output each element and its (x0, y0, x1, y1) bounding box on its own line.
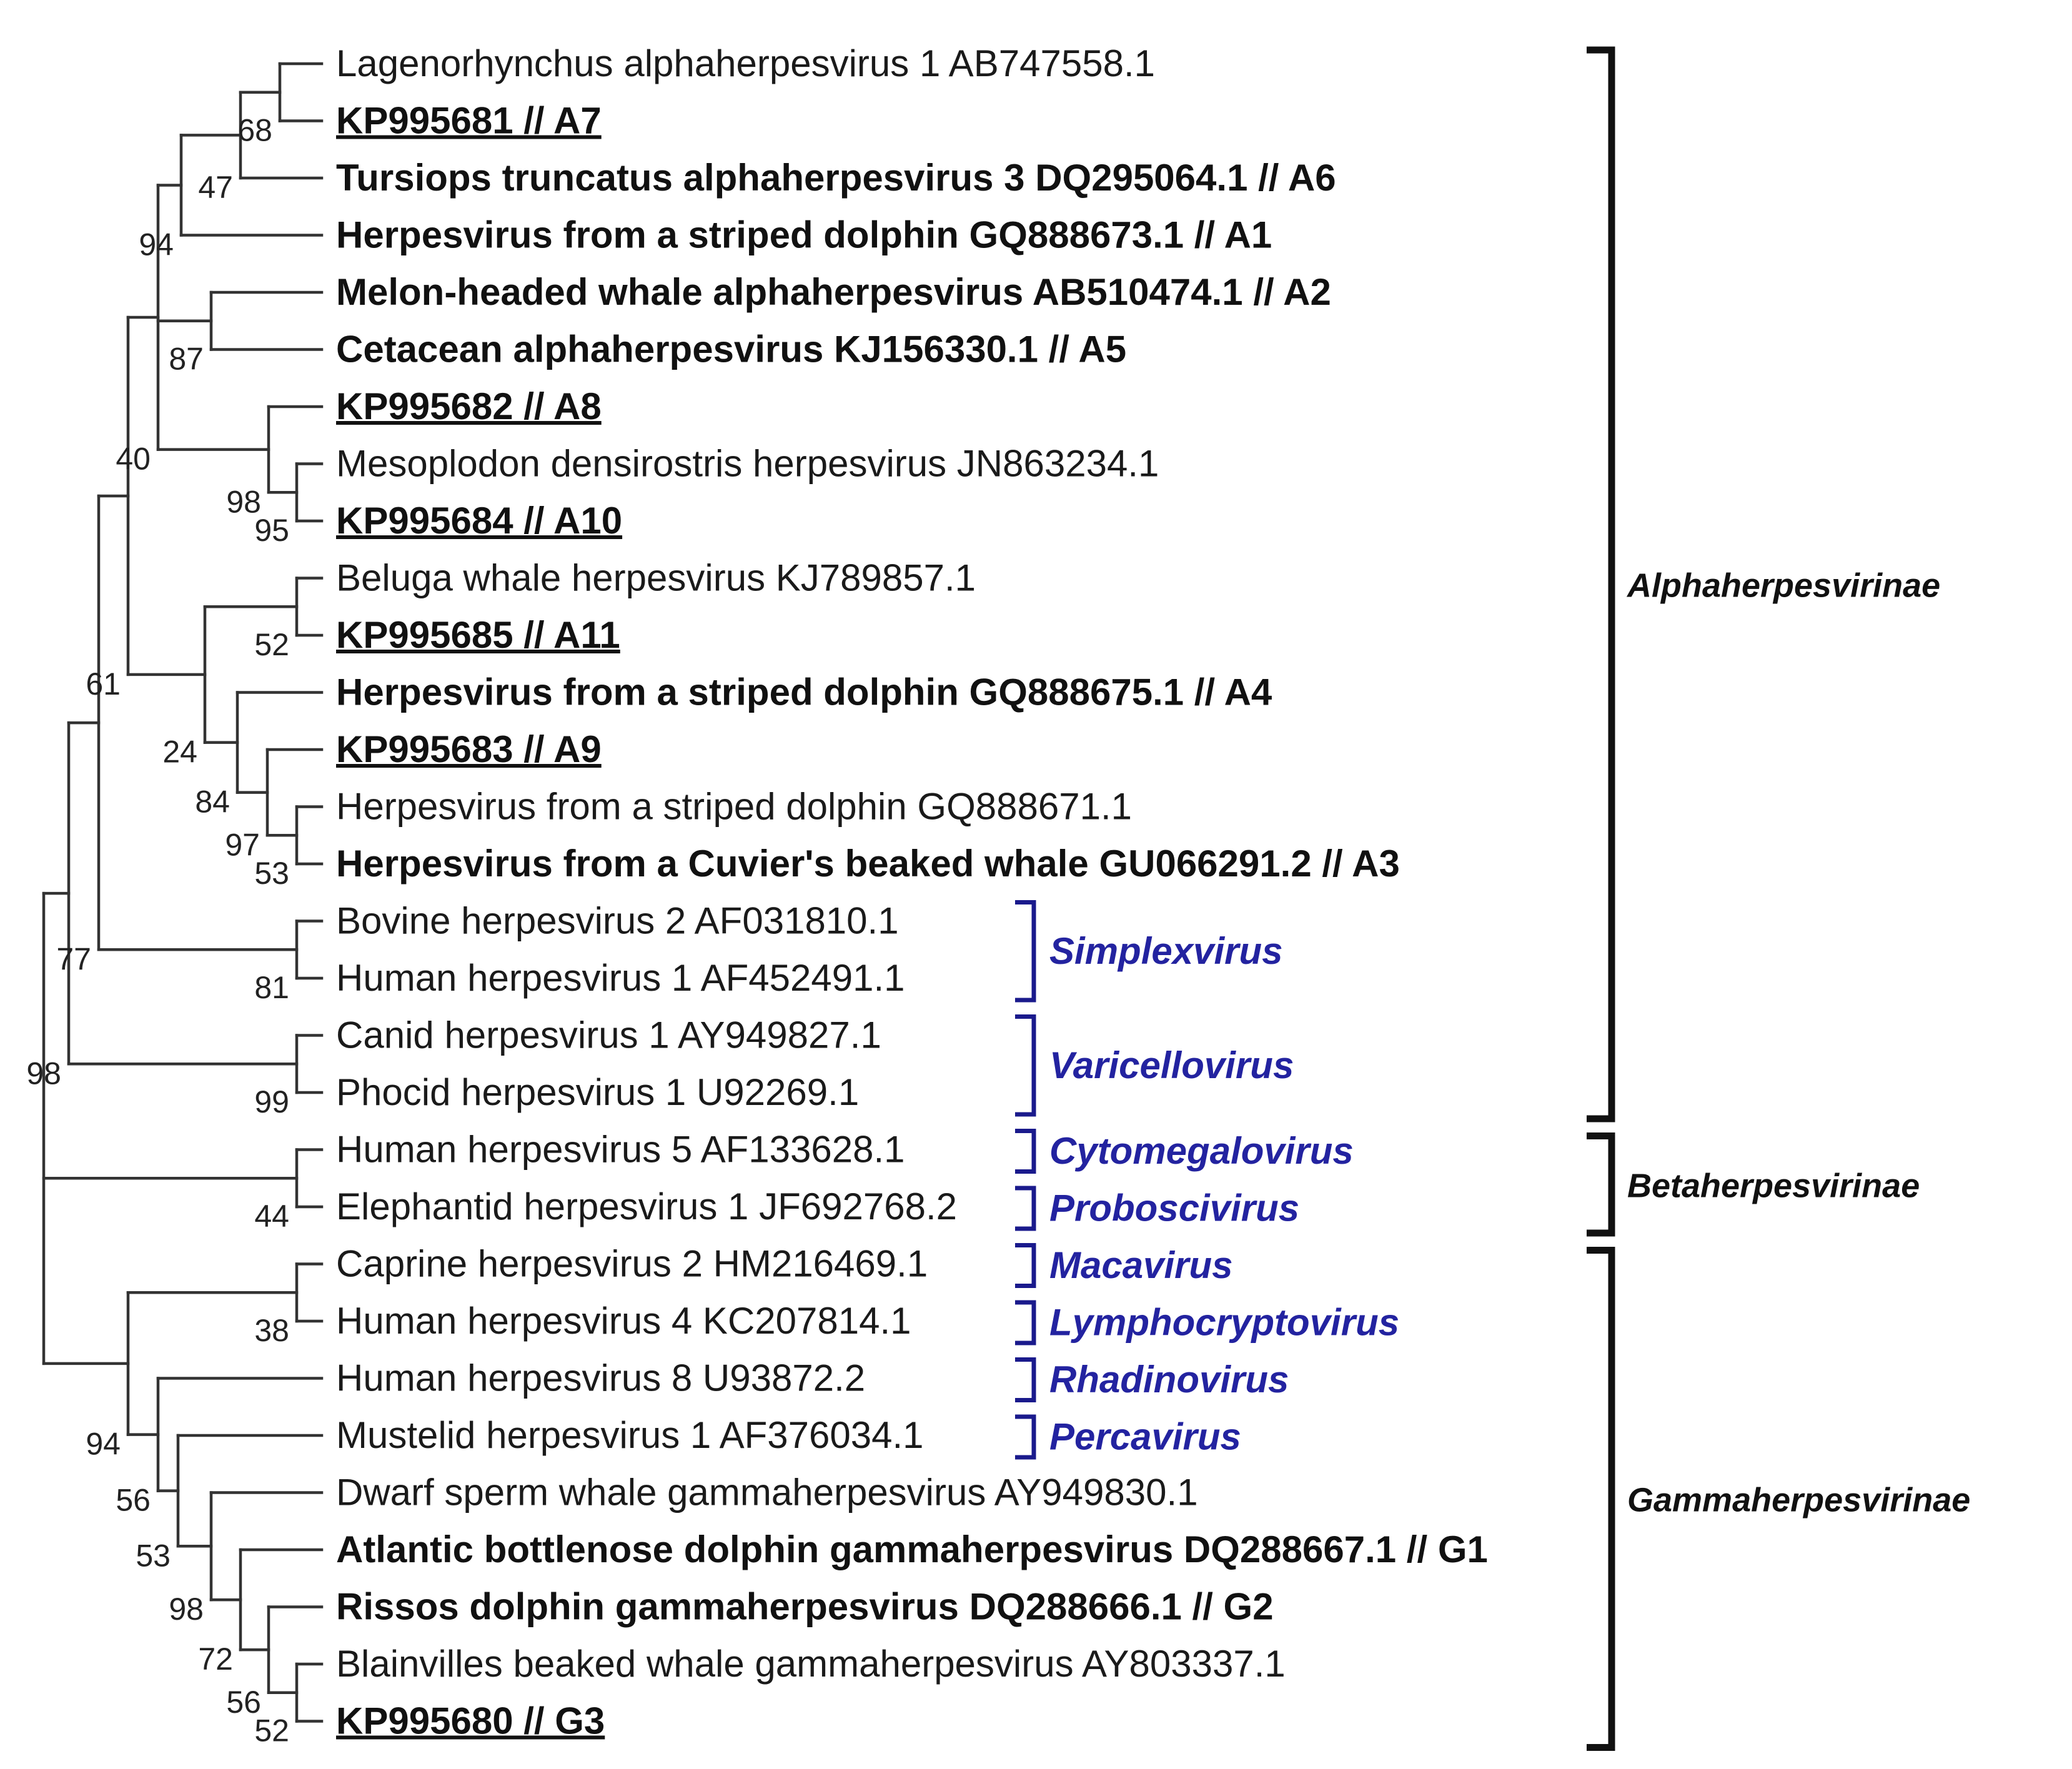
genus-brackets: SimplexvirusVaricellovirusCytomegaloviru… (1015, 900, 1399, 1460)
genus-bracket (1015, 1014, 1036, 1117)
genus-label: Simplexvirus (1049, 930, 1283, 972)
subfamily-bracket (1587, 46, 1615, 1122)
bootstrap-value: 68 (237, 113, 272, 148)
taxon-label: KP995680 // G3 (336, 1700, 605, 1742)
bootstrap-value: 38 (254, 1313, 289, 1348)
taxon-label: Human herpesvirus 4 KC207814.1 (336, 1300, 911, 1342)
genus-label: Varicellovirus (1049, 1044, 1294, 1086)
genus-label: Rhadinovirus (1049, 1359, 1289, 1400)
taxon-label: KP995685 // A11 (336, 614, 620, 656)
subfamily-label: Alphaherpesvirinae (1626, 567, 1940, 605)
tree-branches (42, 62, 324, 1723)
bootstrap-value: 52 (254, 627, 289, 662)
genus-label: Cytomegalovirus (1049, 1130, 1354, 1172)
taxon-label: Bovine herpesvirus 2 AF031810.1 (336, 900, 899, 942)
taxon-label: Human herpesvirus 1 AF452491.1 (336, 957, 905, 999)
subfamily-bracket (1587, 1247, 1615, 1751)
genus-bracket (1015, 1300, 1036, 1345)
taxon-label: Dwarf sperm whale gammaherpesvirus AY949… (336, 1472, 1198, 1514)
bootstrap-value: 53 (136, 1538, 171, 1573)
bootstrap-value: 99 (254, 1084, 289, 1119)
bootstrap-value: 87 (169, 342, 204, 377)
genus-label: Percavirus (1049, 1416, 1241, 1458)
subfamily-label: Gammaherpesvirinae (1627, 1482, 1970, 1519)
bootstrap-value: 94 (86, 1427, 121, 1462)
subfamily-brackets: AlphaherpesvirinaeBetaherpesvirinaeGamma… (1587, 46, 1970, 1751)
bootstrap-value: 44 (254, 1199, 289, 1234)
taxon-label: Mustelid herpesvirus 1 AF376034.1 (336, 1414, 924, 1456)
taxon-label: Blainvilles beaked whale gammaherpesviru… (336, 1643, 1286, 1685)
taxon-label: Beluga whale herpesvirus KJ789857.1 (336, 557, 976, 599)
genus-label: Proboscivirus (1049, 1187, 1299, 1229)
bootstrap-value: 53 (254, 856, 289, 891)
taxon-label: KP995682 // A8 (336, 385, 602, 427)
taxon-label: KP995684 // A10 (336, 500, 622, 542)
taxon-label: Herpesvirus from a striped dolphin GQ888… (336, 786, 1132, 828)
taxon-label: Herpesvirus from a striped dolphin GQ888… (336, 214, 1272, 256)
taxon-label: Phocid herpesvirus 1 U92269.1 (336, 1071, 859, 1113)
taxon-label: Mesoplodon densirostris herpesvirus JN86… (336, 443, 1159, 485)
bootstrap-value: 40 (116, 442, 151, 477)
taxon-labels: Lagenorhynchus alphaherpesvirus 1 AB7475… (336, 42, 1488, 1742)
taxon-label: Elephantid herpesvirus 1 JF692768.2 (336, 1186, 957, 1227)
genus-bracket (1015, 1414, 1036, 1460)
genus-label: Lymphocryptovirus (1049, 1302, 1399, 1344)
bootstrap-values: 9877614094476887989524528497538199449438… (26, 113, 289, 1748)
bootstrap-value: 98 (169, 1592, 204, 1627)
taxon-label: Rissos dolphin gammaherpesvirus DQ288666… (336, 1586, 1274, 1628)
taxon-label: Herpesvirus from a Cuvier's beaked whale… (336, 843, 1400, 884)
bootstrap-value: 61 (86, 666, 121, 701)
bootstrap-value: 84 (195, 785, 230, 820)
taxon-label: KP995681 // A7 (336, 100, 602, 142)
bootstrap-value: 77 (56, 941, 91, 976)
taxon-label: Human herpesvirus 5 AF133628.1 (336, 1129, 905, 1171)
genus-bracket (1015, 1357, 1036, 1402)
bootstrap-value: 97 (225, 827, 260, 862)
bootstrap-value: 95 (254, 513, 289, 548)
bootstrap-value: 81 (254, 970, 289, 1005)
bootstrap-value: 52 (254, 1713, 289, 1748)
taxon-label: Cetacean alphaherpesvirus KJ156330.1 // … (336, 329, 1126, 370)
taxon-label: Caprine herpesvirus 2 HM216469.1 (336, 1243, 928, 1285)
bootstrap-value: 56 (116, 1483, 151, 1518)
genus-bracket (1015, 1243, 1036, 1288)
bootstrap-value: 98 (226, 484, 261, 519)
taxon-label: Human herpesvirus 8 U93872.2 (336, 1357, 865, 1399)
taxon-label: Tursiops truncatus alphaherpesvirus 3 DQ… (336, 157, 1336, 199)
bootstrap-value: 98 (26, 1056, 61, 1091)
taxon-label: Canid herpesvirus 1 AY949827.1 (336, 1014, 881, 1056)
bootstrap-value: 24 (162, 735, 197, 770)
subfamily-label: Betaherpesvirinae (1627, 1167, 1920, 1204)
taxon-label: Melon-headed whale alphaherpesvirus AB51… (336, 271, 1331, 313)
bootstrap-value: 56 (226, 1685, 261, 1720)
genus-bracket (1015, 900, 1036, 1003)
genus-bracket (1015, 1129, 1036, 1174)
bootstrap-value: 72 (198, 1642, 233, 1677)
genus-bracket (1015, 1186, 1036, 1231)
taxon-label: KP995683 // A9 (336, 728, 602, 770)
subfamily-bracket (1587, 1132, 1615, 1237)
bootstrap-value: 94 (139, 227, 174, 262)
bootstrap-value: 47 (198, 170, 233, 205)
genus-label: Macavirus (1049, 1244, 1233, 1286)
taxon-label: Lagenorhynchus alphaherpesvirus 1 AB7475… (336, 42, 1155, 84)
taxon-label: Atlantic bottlenose dolphin gammaherpesv… (336, 1529, 1488, 1570)
taxon-label: Herpesvirus from a striped dolphin GQ888… (336, 671, 1272, 713)
